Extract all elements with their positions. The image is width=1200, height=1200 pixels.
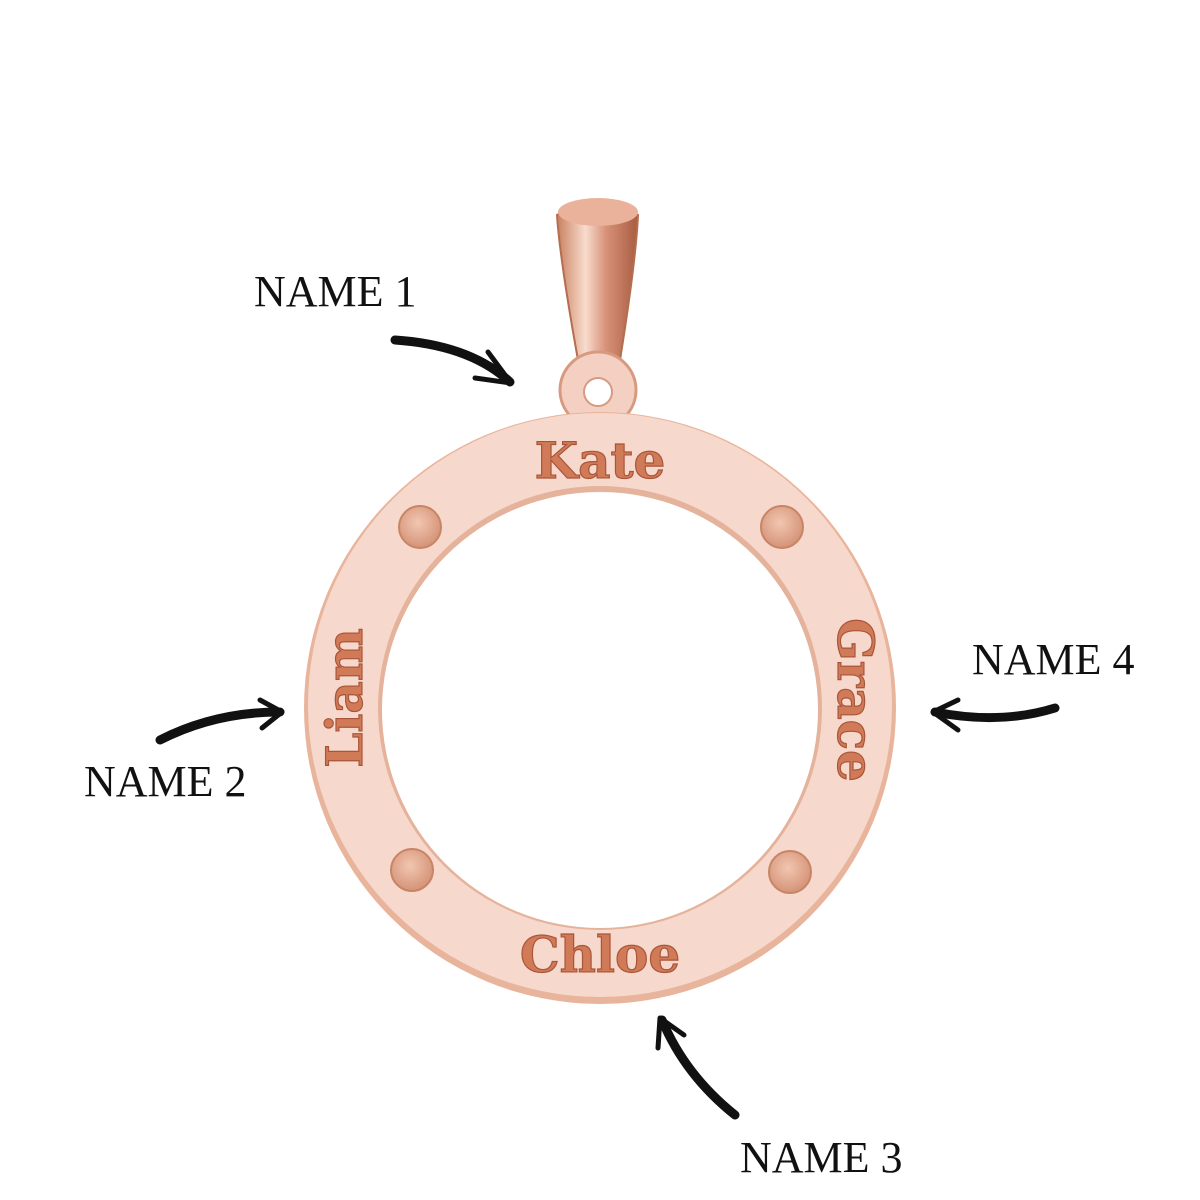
dot-icon — [398, 505, 442, 549]
label-name-1: NAME 1 — [254, 267, 417, 316]
arrow-name-1-icon — [390, 335, 515, 387]
engraving-bottom: Chloe — [520, 925, 680, 984]
dot-icon — [760, 505, 804, 549]
dot-icon — [768, 850, 812, 894]
label-name-2: NAME 2 — [84, 757, 247, 806]
arrow-name-4-icon — [930, 697, 1060, 733]
ring — [304, 412, 896, 1004]
engraving-right: Grace — [826, 618, 885, 782]
engraving-left: Liam — [315, 628, 374, 767]
label-name-3: NAME 3 — [740, 1133, 903, 1182]
decorative-dots — [390, 505, 812, 894]
dot-icon — [390, 848, 434, 892]
arrow-name-3-icon — [655, 1015, 740, 1120]
label-name-4: NAME 4 — [972, 635, 1135, 684]
engraving-top: Kate — [535, 431, 666, 490]
arrow-name-2-icon — [155, 697, 285, 745]
bail — [555, 198, 640, 430]
